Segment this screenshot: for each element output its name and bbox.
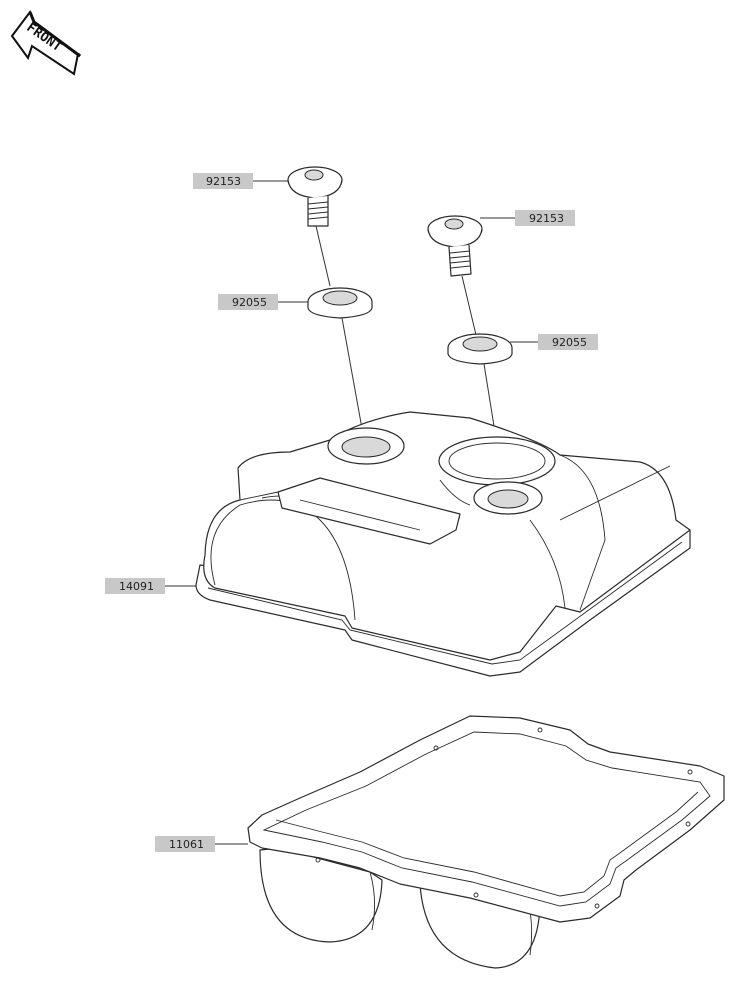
screw-right-leader (461, 275, 477, 336)
gasket-drawing (247, 715, 725, 969)
screw-right-drawing (427, 215, 483, 277)
head-cover-drawing (195, 411, 691, 677)
callout-gasket: 11061 (155, 836, 248, 852)
part-number-label: 92153 (529, 212, 564, 225)
screw-left-leader (315, 225, 331, 287)
washer-left-drawing (307, 287, 373, 319)
callout-cover: 14091 (105, 578, 196, 594)
part-number-label: 92055 (552, 336, 587, 349)
part-number-label: 11061 (169, 838, 204, 851)
screw-left-drawing (287, 166, 343, 227)
part-number-label: 92055 (232, 296, 267, 309)
callout-washer-left: 92055 (218, 294, 308, 310)
callout-screw-left: 92153 (193, 173, 288, 189)
callout-washer-right: 92055 (510, 334, 598, 350)
part-number-label: 92153 (206, 175, 241, 188)
front-arrow-icon: FRONT (10, 9, 82, 76)
washer-right-drawing (447, 333, 513, 365)
part-number-label: 14091 (119, 580, 154, 593)
callout-screw-right: 92153 (480, 210, 575, 226)
